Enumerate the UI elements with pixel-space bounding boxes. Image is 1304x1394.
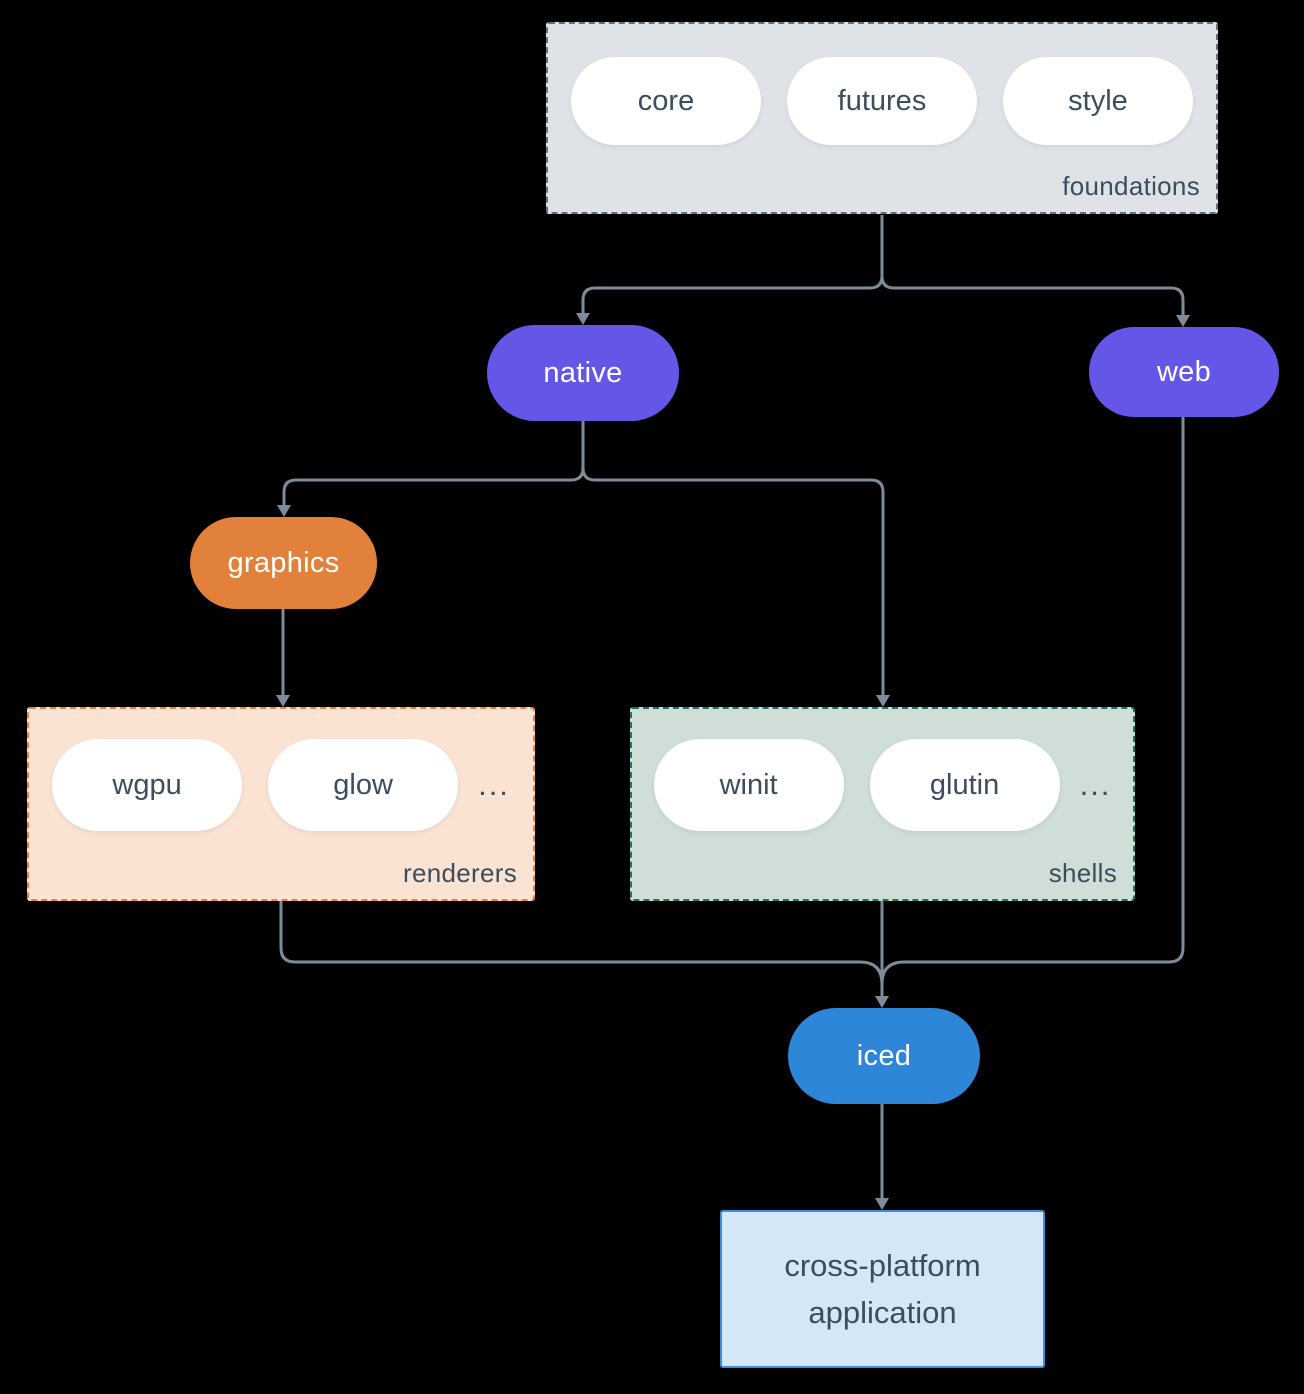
node-iced: iced: [788, 1008, 980, 1104]
shells-group: winit glutin ... shells: [630, 707, 1135, 901]
application-label: cross-platform application: [784, 1248, 981, 1330]
renderers-label: renderers: [403, 858, 517, 888]
edge-foundations-native: [576, 215, 884, 325]
edge-native-shells: [581, 421, 890, 707]
renderers-group: wgpu glow ... renderers: [27, 707, 535, 901]
application-box: cross-platform application: [720, 1210, 1045, 1368]
edge-renderers-iced: [279, 901, 884, 985]
foundations-pill-row: core futures style: [548, 57, 1216, 145]
edge-foundations-web: [880, 215, 1190, 327]
node-style: style: [1003, 57, 1193, 145]
renderers-ellipsis: ...: [478, 767, 510, 802]
shells-pill-row: winit glutin ...: [632, 739, 1133, 831]
node-winit: winit: [653, 739, 844, 831]
node-native: native: [487, 325, 679, 421]
node-futures: futures: [787, 57, 977, 145]
node-graphics: graphics: [190, 517, 377, 609]
edge-native-graphics: [277, 421, 585, 517]
node-core: core: [571, 57, 761, 145]
node-wgpu: wgpu: [52, 739, 243, 831]
node-glow: glow: [268, 739, 459, 831]
node-web: web: [1089, 327, 1279, 417]
foundations-group: core futures style foundations: [546, 22, 1218, 214]
edge-web-iced: [880, 417, 1185, 985]
foundations-label: foundations: [1062, 171, 1200, 201]
node-glutin: glutin: [869, 739, 1060, 831]
shells-ellipsis: ...: [1079, 767, 1112, 802]
shells-label: shells: [1048, 858, 1117, 888]
renderers-pill-row: wgpu glow ...: [29, 739, 533, 831]
